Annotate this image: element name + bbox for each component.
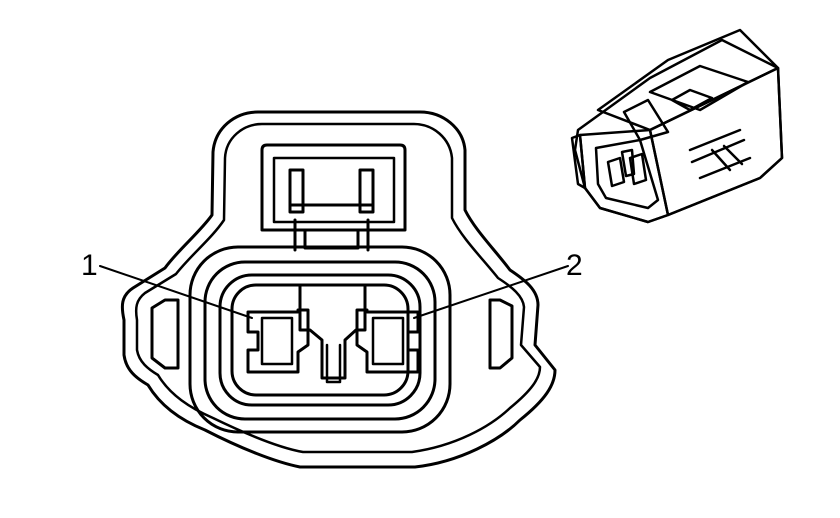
lock-tab-left-prong (288, 168, 305, 214)
terminal-cavity-2 (355, 308, 420, 374)
callout-1-leader (99, 265, 253, 319)
lock-tab-right-prong (358, 168, 375, 214)
perspective-front-flange (570, 133, 587, 190)
lock-tab-frame (260, 143, 407, 232)
terminal-cavity-1 (246, 308, 310, 374)
perspective-body-outline (573, 38, 784, 224)
perspective-side-face (648, 66, 784, 217)
callout-2-leader (413, 265, 569, 319)
lock-tab-bridge (288, 203, 375, 252)
perspective-lock-slot (622, 98, 670, 142)
perspective-latch-ridge (648, 64, 750, 112)
callout-label-1: 1 (81, 249, 98, 282)
perspective-face-recess (594, 138, 660, 210)
seal-ring-outer (188, 245, 452, 434)
right-latch-notch (488, 298, 514, 370)
terminal-cavity-1-inner (260, 316, 294, 366)
center-key-slot (325, 343, 342, 384)
left-latch-notch (150, 298, 180, 370)
connector-perspective-view (570, 28, 784, 224)
perspective-key (620, 148, 636, 178)
terminal-cavity-2-inner (371, 316, 405, 366)
perspective-terminal-left (606, 156, 626, 188)
center-key (298, 283, 367, 380)
lock-tab-frame-inner (272, 156, 396, 224)
seal-ring-middle (203, 260, 437, 421)
seal-ring-inner (218, 273, 422, 407)
housing-outer-outline (120, 110, 557, 469)
callout-label-2: 2 (566, 249, 583, 282)
perspective-side-ribs (688, 128, 752, 180)
housing-inner-outline (134, 122, 542, 454)
